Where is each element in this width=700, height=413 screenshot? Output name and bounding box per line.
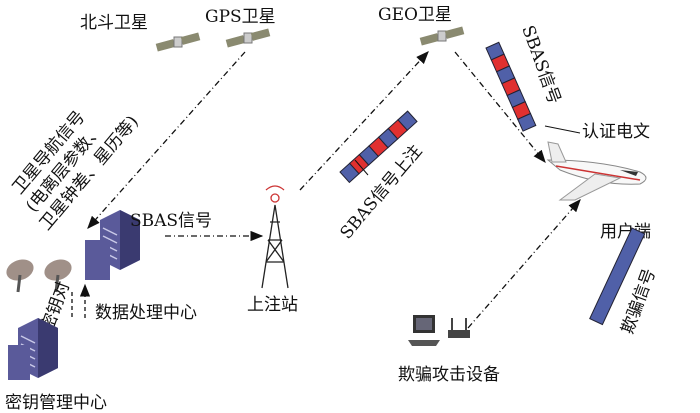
uplink-arrow	[299, 51, 429, 191]
user-label: 用户端	[600, 222, 651, 242]
key-center-building-icon	[8, 345, 30, 380]
key-center-label: 密钥管理中心	[5, 393, 107, 413]
data-center-building-icon	[85, 240, 110, 280]
geo-satellite-icon	[419, 25, 465, 47]
downlink-arrow	[454, 51, 546, 164]
gps-label: GPS卫星	[205, 7, 276, 27]
uplink-station-label: 上注站	[247, 295, 298, 315]
leader-line	[544, 125, 581, 134]
gps-satellite-icon	[225, 27, 271, 49]
sbas-signal-geo-label: SBAS信号	[517, 23, 564, 107]
leader-line	[354, 159, 369, 176]
spoof-signal-strip	[589, 227, 646, 326]
auth-message-label: 认证电文	[582, 122, 650, 142]
uplink-tower-icon	[261, 185, 289, 289]
sbas-signal-message-strip	[485, 41, 537, 132]
beidou-label: 北斗卫星	[80, 13, 148, 33]
beidou-satellite-icon	[155, 31, 201, 53]
spoof-signal-arrow	[467, 199, 581, 329]
geo-label: GEO卫星	[378, 5, 452, 25]
sbas-signal-label: SBAS信号	[130, 211, 212, 231]
data-center-label: 数据处理中心	[95, 303, 197, 323]
spoof-device-label: 欺骗攻击设备	[398, 365, 500, 385]
sbas-uplink-label: SBAS信号上注	[337, 141, 427, 243]
message-block	[517, 112, 537, 132]
dish-antenna-icon	[1, 254, 39, 294]
computer-icon	[408, 315, 440, 346]
nav-signal-arrow	[87, 51, 246, 229]
router-icon	[448, 318, 470, 338]
message-block	[397, 110, 418, 131]
aircraft-icon	[546, 141, 647, 201]
